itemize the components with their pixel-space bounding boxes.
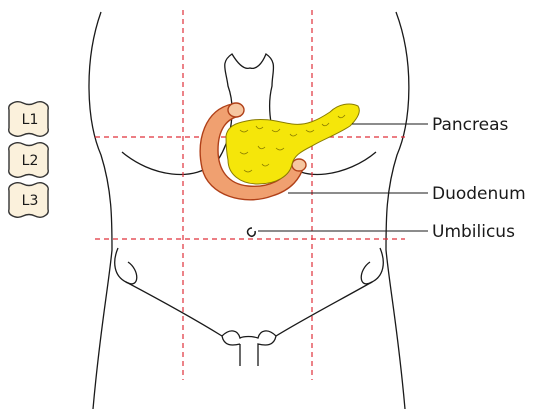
right-inguinal-line: [276, 282, 372, 336]
umbilicus-mark: [248, 228, 256, 236]
umbilicus-label: Umbilicus: [432, 222, 515, 242]
duodenum-proximal-end: [228, 103, 244, 117]
vertebra-l1: L1: [9, 102, 49, 137]
vertebra-label-l1: L1: [22, 112, 39, 128]
vertebra-l3: L3: [9, 183, 49, 218]
left-inguinal-line: [126, 282, 222, 336]
right-iliac-crest: [361, 248, 383, 284]
umbilicus: [248, 228, 256, 236]
pelvic-outline: [222, 331, 276, 366]
vertebrae-column: L1 L2 L3: [9, 102, 49, 218]
left-iliac-crest: [115, 248, 137, 284]
torso-right-contour: [386, 12, 409, 409]
duodenum-distal-end: [292, 159, 306, 171]
vertebra-l2: L2: [9, 143, 49, 178]
vertebra-label-l2: L2: [22, 153, 39, 169]
duodenum-label: Duodenum: [432, 184, 526, 204]
pancreas-label: Pancreas: [432, 115, 509, 135]
vertebra-label-l3: L3: [22, 193, 39, 209]
torso-outline: [89, 12, 409, 409]
torso-left-contour: [89, 12, 112, 409]
